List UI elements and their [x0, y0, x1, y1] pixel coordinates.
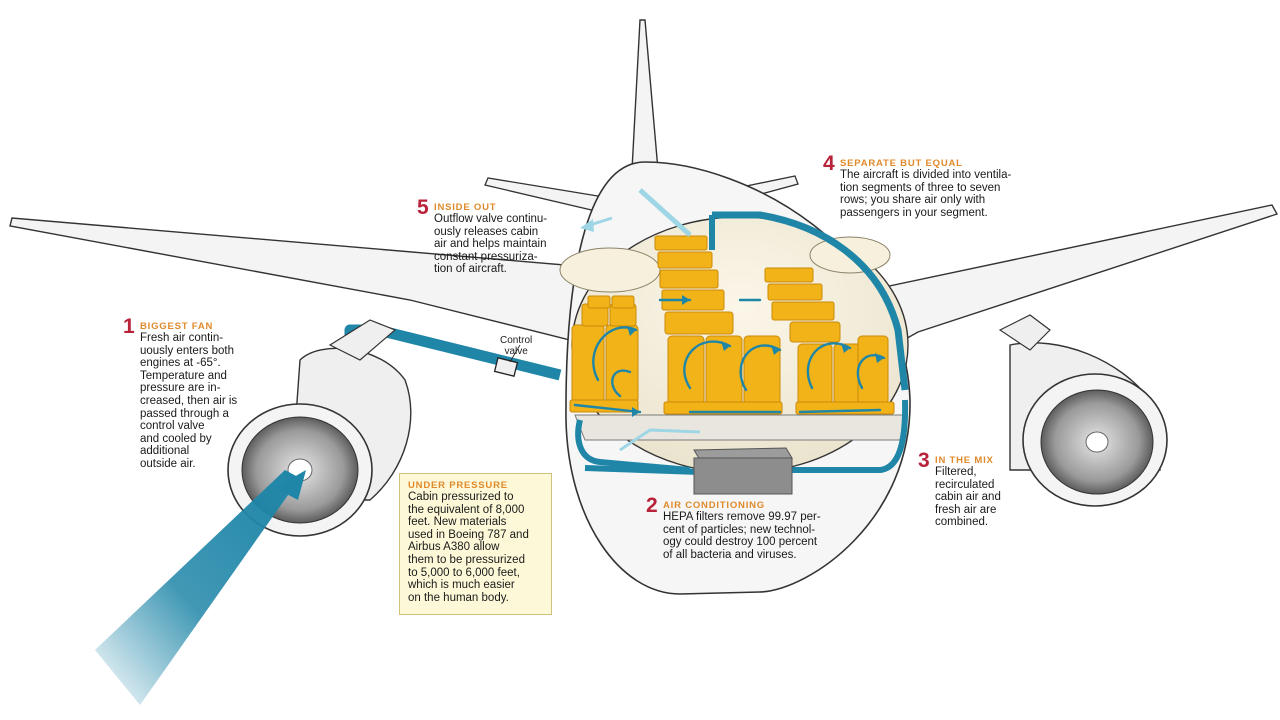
callout-air-conditioning: 2 AIR CONDITIONING HEPA filters remove 9… — [646, 495, 848, 561]
callout-in-the-mix: 3 IN THE MIX Filtered, recirculated cabi… — [918, 450, 1035, 529]
callout-body: Filtered, recirculated cabin air and fre… — [935, 466, 1001, 529]
right-wing — [879, 204, 1279, 347]
callout-number: 1 — [123, 315, 135, 338]
note-body: Cabin pressurized to the equivalent of 8… — [408, 491, 529, 604]
control-valve-label: Control valve — [500, 335, 533, 357]
seat-block-middle — [654, 235, 783, 415]
callout-heading: SEPARATE BUT EQUAL — [840, 158, 963, 169]
callout-heading: INSIDE OUT — [434, 202, 497, 213]
callout-number: 3 — [918, 449, 930, 472]
callout-body: HEPA filters remove 99.97 per- cent of p… — [663, 511, 821, 561]
overhead-duct — [712, 211, 909, 391]
right-engine — [1009, 342, 1168, 507]
intake-airflow-beam — [95, 470, 300, 705]
callout-body: The aircraft is divided into ventila- ti… — [840, 169, 1012, 219]
callout-biggest-fan: 1 BIGGEST FAN Fresh air contin- uously e… — [123, 316, 260, 471]
callout-body: Fresh air contin- uously enters both eng… — [140, 332, 238, 470]
under-pressure-note: UNDER PRESSURE Cabin pressurized to the … — [399, 473, 552, 615]
seat-block-left — [569, 295, 639, 413]
callout-number: 5 — [417, 196, 429, 219]
ac-unit — [693, 457, 793, 495]
control-valve — [493, 357, 519, 377]
callout-heading: IN THE MIX — [935, 455, 994, 466]
tail-fin — [631, 19, 659, 171]
callout-body: Outflow valve continu- ously releases ca… — [434, 213, 548, 276]
callout-heading: BIGGEST FAN — [140, 321, 214, 332]
note-heading: UNDER PRESSURE — [408, 480, 508, 491]
callout-number: 2 — [646, 494, 658, 517]
callout-number: 4 — [823, 152, 835, 175]
callout-inside-out: 5 INSIDE OUT Outflow valve continu- ousl… — [417, 197, 584, 276]
callout-heading: AIR CONDITIONING — [663, 500, 765, 511]
callout-separate-but-equal: 4 SEPARATE BUT EQUAL The aircraft is div… — [823, 153, 1060, 219]
outflow-flow — [638, 188, 692, 237]
lower-duct-left — [575, 419, 691, 473]
lower-duct-right — [790, 399, 909, 473]
